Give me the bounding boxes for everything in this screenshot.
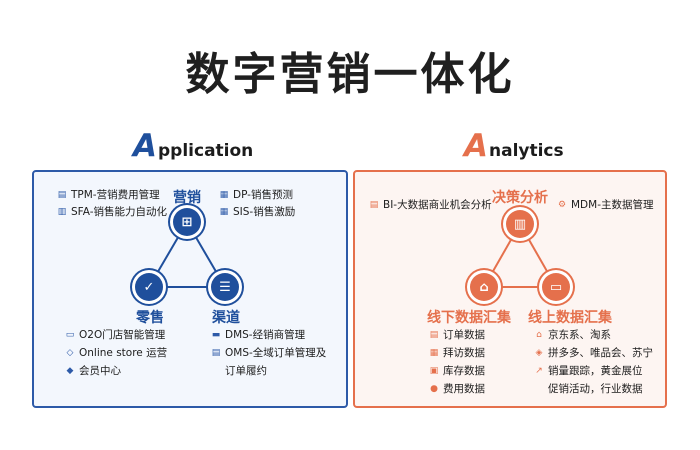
app-node-label-right: 渠道: [212, 310, 240, 326]
store-icon: ⌂: [470, 273, 498, 301]
ana-node-label-left: 线下数据汇集: [427, 310, 511, 326]
ana-item-promotion: 促销活动，行业数据: [548, 383, 643, 395]
page-title: 数字营销一体化: [185, 49, 515, 100]
app-item-dp: ▦DP-销售预测: [219, 189, 293, 201]
cart-icon: ◈: [535, 348, 543, 358]
ana-item-inventory: ▣库存数据: [429, 365, 485, 377]
app-node-label-top: 营销: [173, 190, 201, 206]
application-heading-initial: A: [133, 128, 157, 164]
calendar-icon: ▦: [429, 348, 439, 358]
app-item-oms-line2: 订单履约: [225, 365, 267, 377]
sitemap-icon: ⊞: [173, 208, 201, 236]
app-item-tpm: ▤TPM-营销费用管理: [57, 189, 160, 201]
coin-icon: ●: [430, 384, 438, 394]
app-item-dms: ▬DMS-经销商管理: [211, 329, 306, 341]
store-icon: ▭: [65, 330, 75, 340]
list-icon: ▤: [429, 330, 439, 340]
ana-item-pdd: ◈拼多多、唯品会、苏宁: [533, 347, 653, 360]
shopping-bag-icon: ✓: [135, 273, 163, 301]
gear-icon: ⚙: [557, 200, 567, 210]
clipboard-icon: ▤: [211, 348, 221, 358]
grid-icon: ▦: [219, 207, 229, 217]
app-item-member: ◆会员中心: [64, 365, 121, 378]
ana-item-sales-tracking: ↗销量跟踪，黄金展位: [533, 365, 642, 378]
ana-item-bi: ▤BI-大数据商业机会分析: [369, 199, 492, 211]
ana-item-order: ▤订单数据: [429, 329, 485, 341]
ana-item-jd-taobao: ⌂京东系、淘系: [533, 329, 611, 342]
ana-item-cost: ●费用数据: [428, 383, 485, 396]
shop-icon: ⌂: [536, 330, 542, 340]
calendar-icon: ▦: [219, 190, 229, 200]
analytics-heading-initial: A: [464, 128, 488, 164]
ana-node-label-right: 线上数据汇集: [528, 310, 612, 326]
app-item-online-store: ◇Online store 运营: [64, 347, 168, 360]
app-item-sis: ▦SIS-销售激励: [219, 206, 296, 218]
application-heading: Application: [133, 128, 253, 164]
chart-icon: ▥: [506, 210, 534, 238]
ana-item-mdm: ⚙MDM-主数据管理: [557, 199, 654, 211]
chart-icon: ▥: [57, 207, 67, 217]
trend-icon: ↗: [535, 366, 543, 376]
application-heading-rest: pplication: [158, 141, 254, 161]
list-icon: ☰: [211, 273, 239, 301]
monitor-icon: ▭: [542, 273, 570, 301]
app-item-oms: ▤OMS-全域订单管理及: [211, 347, 327, 359]
ana-node-label-top: 决策分析: [492, 190, 548, 206]
analytics-heading-rest: nalytics: [489, 141, 564, 161]
document-icon: ▤: [57, 190, 67, 200]
application-panel: 营销 ⊞ ✓ 零售 ☰ 渠道 ▤TPM-营销费用管理 ▥SFA-销售能力自动化 …: [32, 170, 348, 408]
box-icon: ▣: [429, 366, 439, 376]
report-icon: ▤: [369, 200, 379, 210]
tag-icon: ◇: [66, 348, 74, 358]
analytics-panel: 决策分析 ▥ ⌂ 线下数据汇集 ▭ 线上数据汇集 ▤BI-大数据商业机会分析 ⚙…: [353, 170, 667, 408]
app-item-sfa: ▥SFA-销售能力自动化: [57, 206, 167, 218]
analytics-heading: Analytics: [464, 128, 564, 164]
ana-item-visit: ▦拜访数据: [429, 347, 485, 359]
diamond-icon: ◆: [66, 366, 74, 376]
truck-icon: ▬: [211, 330, 221, 340]
app-item-o2o: ▭O2O门店智能管理: [65, 329, 166, 341]
app-node-label-left: 零售: [136, 310, 164, 326]
